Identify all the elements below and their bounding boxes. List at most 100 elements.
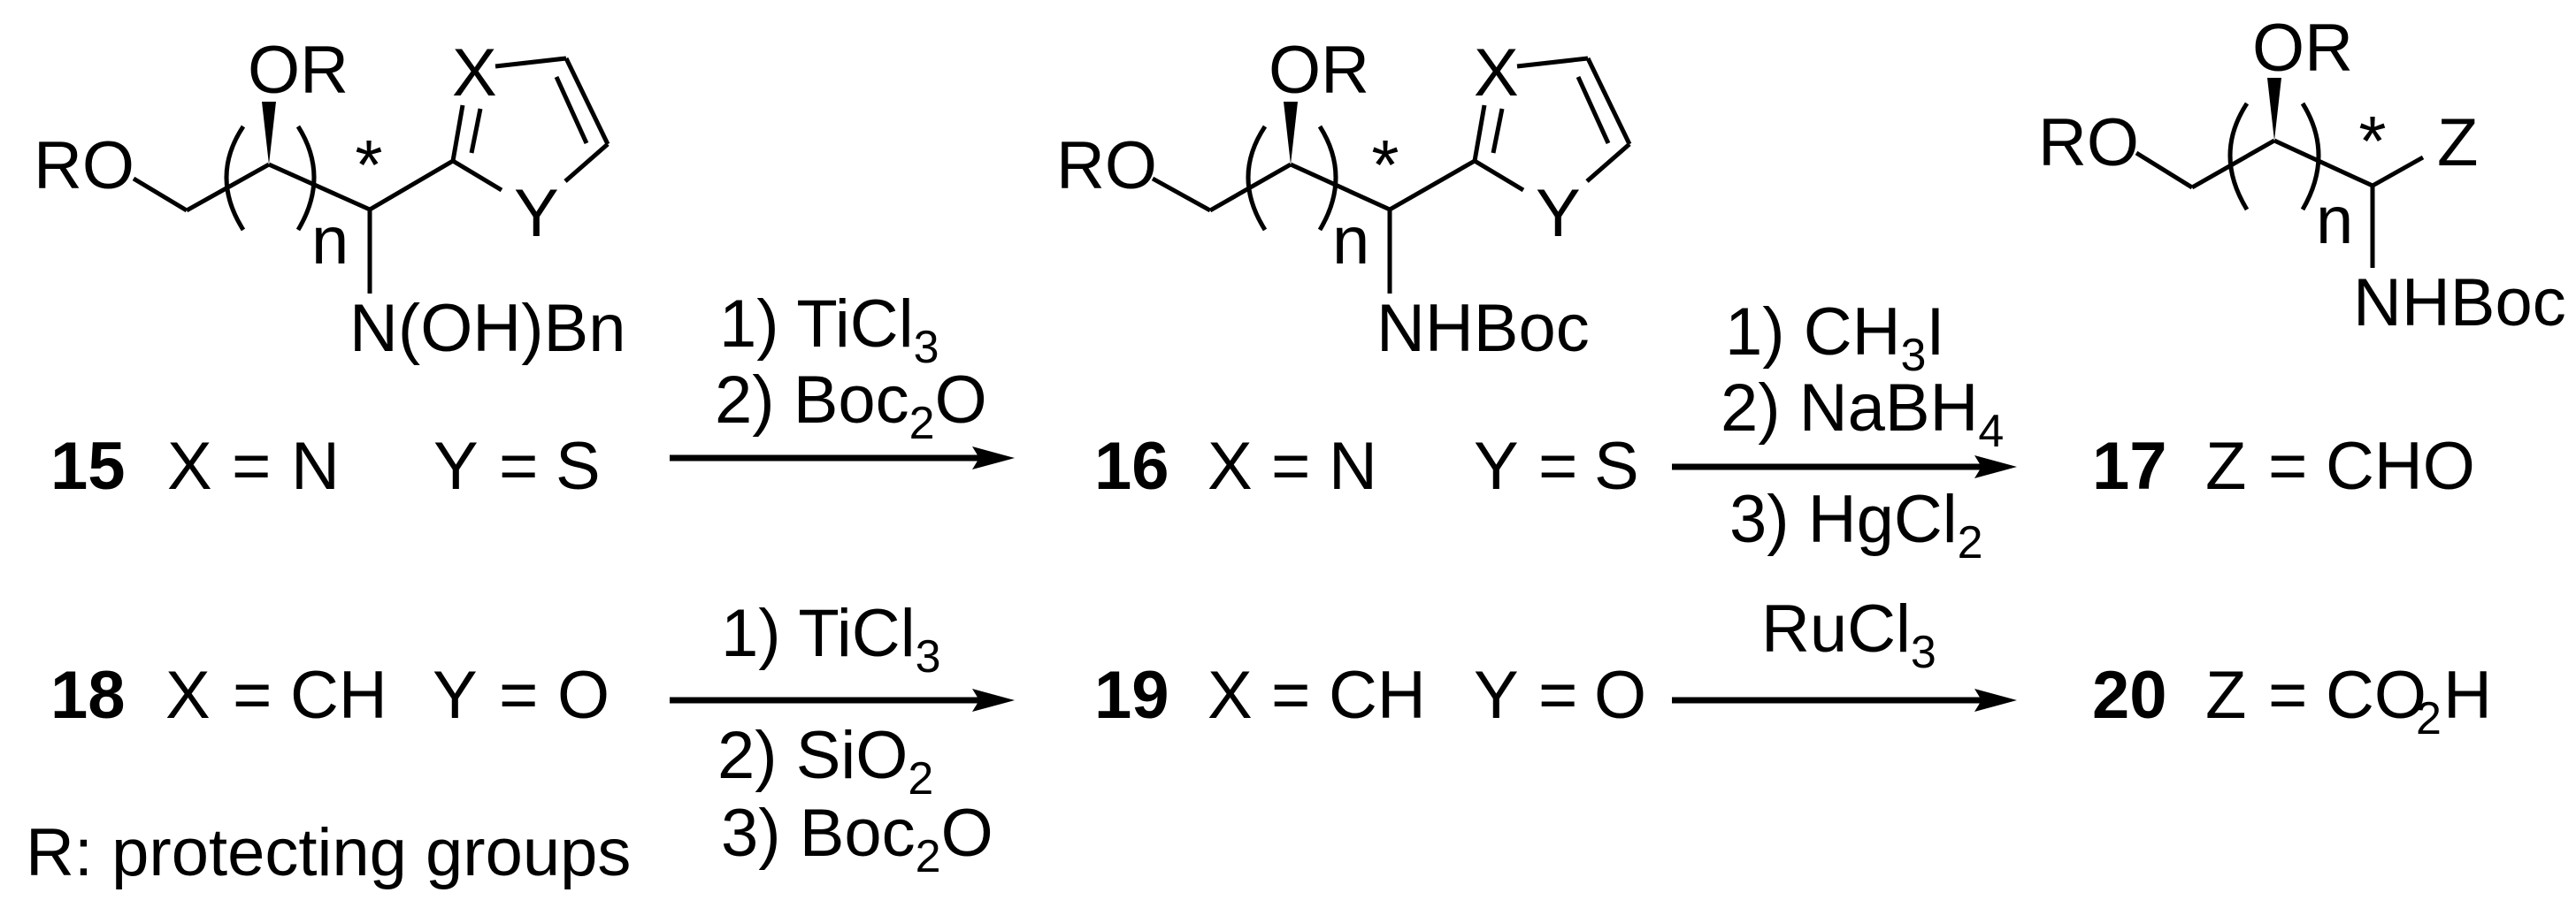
reagent-step3-hgcl2: 3) HgCl2 bbox=[1729, 482, 1983, 568]
definition-text: = bbox=[2268, 658, 2307, 733]
bond bbox=[1491, 108, 1505, 154]
wedge-bond bbox=[262, 102, 276, 164]
reagent-step1-ticl3: 1) TiCl3 bbox=[719, 286, 939, 373]
atom-label: RO bbox=[34, 128, 134, 203]
bond bbox=[450, 104, 465, 162]
bond bbox=[2135, 150, 2194, 190]
reagent-text: 3) Boc bbox=[721, 796, 916, 871]
reagent-text: I bbox=[1926, 294, 1944, 370]
definition-text: = bbox=[233, 658, 272, 733]
bond bbox=[368, 158, 455, 212]
subscript: 2 bbox=[916, 831, 941, 882]
reaction-arrows bbox=[670, 446, 2017, 712]
bond bbox=[2190, 138, 2276, 190]
definition-text: X bbox=[165, 658, 211, 733]
reagent-row2-ticl3: 1) TiCl3 bbox=[721, 596, 941, 683]
atom-label: OR bbox=[2252, 11, 2353, 86]
repeat-bracket-right bbox=[2300, 102, 2321, 211]
bond bbox=[1289, 162, 1392, 212]
definition-text: X bbox=[1208, 429, 1253, 504]
compound-number: 15 bbox=[50, 429, 126, 504]
stereocenter-asterisk: * bbox=[2358, 102, 2386, 180]
subscript: 2 bbox=[909, 398, 935, 449]
reagent-text: 1) TiCl bbox=[721, 596, 916, 671]
repeat-bracket-left bbox=[2227, 102, 2250, 211]
stereocenter-asterisk: * bbox=[355, 126, 382, 204]
arrowhead-icon bbox=[972, 446, 1015, 469]
definition-text: N bbox=[291, 429, 340, 504]
atom-label: Y bbox=[1536, 176, 1581, 251]
definition-text: Z bbox=[2205, 429, 2246, 504]
definition-text: X bbox=[1208, 658, 1253, 733]
atom-label: X bbox=[452, 35, 497, 111]
arrowhead-icon bbox=[1974, 689, 2017, 712]
definition-text: CHO bbox=[2326, 429, 2475, 504]
definition-text: = bbox=[499, 429, 538, 504]
bond bbox=[267, 162, 372, 212]
definition-text: = bbox=[499, 658, 538, 733]
definition-text: H bbox=[2443, 658, 2492, 733]
compound-number: 16 bbox=[1094, 429, 1169, 504]
definition-text: CO bbox=[2326, 658, 2426, 733]
reagent-text: RuCl bbox=[1761, 591, 1911, 667]
definition-text: = bbox=[2268, 429, 2307, 504]
definition-text: CH bbox=[1329, 658, 1426, 733]
arrow-19-to-20 bbox=[1672, 689, 2017, 712]
wedge-bond bbox=[1284, 102, 1298, 164]
wedge-bond bbox=[2267, 78, 2281, 141]
bond bbox=[1388, 158, 1476, 212]
repeat-bracket-left bbox=[224, 125, 246, 232]
subscript: 3 bbox=[914, 322, 939, 373]
compound-number: 18 bbox=[50, 658, 126, 733]
arrow-18-to-19 bbox=[670, 689, 1015, 712]
atom-label: RO bbox=[1056, 128, 1157, 203]
atom-label: RO bbox=[2038, 105, 2139, 180]
definition-text: = bbox=[1538, 429, 1577, 504]
bond bbox=[2273, 138, 2374, 188]
reagent-text: 3) HgCl bbox=[1729, 482, 1958, 557]
bond bbox=[451, 158, 503, 193]
arrowhead-icon bbox=[1974, 455, 2017, 478]
reagent-text: O bbox=[941, 796, 993, 871]
reagent-row2-sio2: 2) SiO2 bbox=[717, 718, 933, 805]
reagent-text: O bbox=[935, 362, 987, 438]
repeat-bracket-right bbox=[295, 125, 317, 232]
bond bbox=[494, 56, 567, 69]
reagent-step2-nabh4: 2) NaBH4 bbox=[1721, 370, 2004, 457]
definition-text: Y bbox=[433, 429, 479, 504]
reagent-row2-boc2o: 3) Boc2O bbox=[721, 796, 993, 882]
bond bbox=[564, 57, 610, 146]
repeat-bracket-right bbox=[1317, 125, 1338, 232]
atom-label: X bbox=[1474, 35, 1519, 111]
atom-label: n bbox=[1332, 203, 1369, 279]
atom-label: NHBoc bbox=[2353, 265, 2566, 340]
reagent-text: 2) SiO bbox=[717, 718, 908, 793]
definition-text: = bbox=[1271, 658, 1310, 733]
compound-number: 19 bbox=[1094, 658, 1169, 733]
repeat-bracket-left bbox=[1246, 125, 1268, 232]
subscript: 3 bbox=[1911, 627, 1936, 678]
definition-text: Y bbox=[433, 658, 478, 733]
compound-number: 20 bbox=[2092, 658, 2167, 733]
reagent-text: 2) NaBH bbox=[1721, 370, 1978, 446]
reagent-text: 2) Boc bbox=[715, 362, 909, 438]
definition-text: S bbox=[556, 429, 601, 504]
reagent-rucl3: RuCl3 bbox=[1761, 591, 1936, 678]
bond bbox=[1576, 75, 1611, 145]
definition-text: Z bbox=[2205, 658, 2246, 733]
definition-text: Y bbox=[1474, 658, 1519, 733]
arrow-15-to-16 bbox=[670, 446, 1015, 469]
bond bbox=[132, 176, 188, 213]
subscript: 2 bbox=[2416, 693, 2442, 744]
